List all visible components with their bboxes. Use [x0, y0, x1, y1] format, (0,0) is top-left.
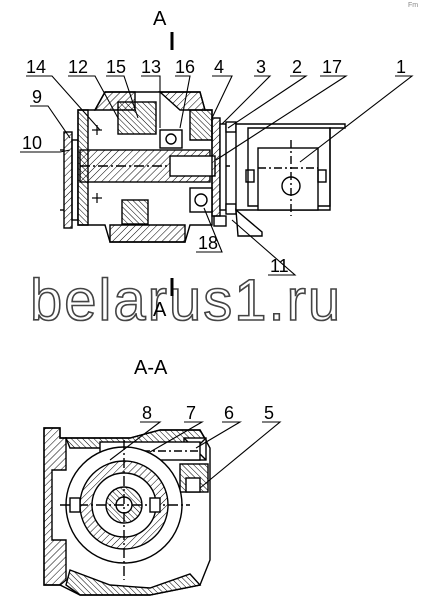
section-letter-bottom: A	[153, 299, 167, 321]
callout-16: 16	[175, 57, 195, 77]
callout-7: 7	[186, 403, 196, 423]
watermark-text: belarus1.ru	[30, 268, 342, 333]
callout-13: 13	[141, 57, 161, 77]
callout-6: 6	[224, 403, 234, 423]
callout-2: 2	[292, 57, 302, 77]
callout-18: 18	[198, 233, 218, 253]
top-assembly	[60, 91, 346, 243]
callout-10: 10	[22, 133, 42, 153]
section-marker-bottom: A	[153, 278, 174, 321]
callouts-top: 14 12 15 13 16 4 3 2 17 1 9 10 18 11	[22, 57, 406, 276]
callout-15: 15	[106, 57, 126, 77]
callout-4: 4	[214, 57, 224, 77]
leader-lines-bottom	[109, 421, 282, 489]
callout-3: 3	[256, 57, 266, 77]
callout-9: 9	[32, 87, 42, 107]
corner-mark: Fm	[408, 2, 418, 9]
view-title: A-A	[134, 357, 168, 379]
section-letter-top: A	[153, 8, 167, 30]
callout-11: 11	[270, 256, 289, 276]
callout-8: 8	[142, 403, 152, 423]
callout-5: 5	[264, 403, 274, 423]
section-view	[43, 427, 211, 596]
section-marker-top: A	[153, 8, 174, 50]
callout-1: 1	[396, 57, 406, 77]
leader-lines-top	[20, 75, 414, 276]
callouts-bottom: 8 7 6 5	[142, 403, 274, 423]
callout-12: 12	[68, 57, 88, 77]
callout-17: 17	[322, 57, 342, 77]
callout-14: 14	[26, 57, 46, 77]
